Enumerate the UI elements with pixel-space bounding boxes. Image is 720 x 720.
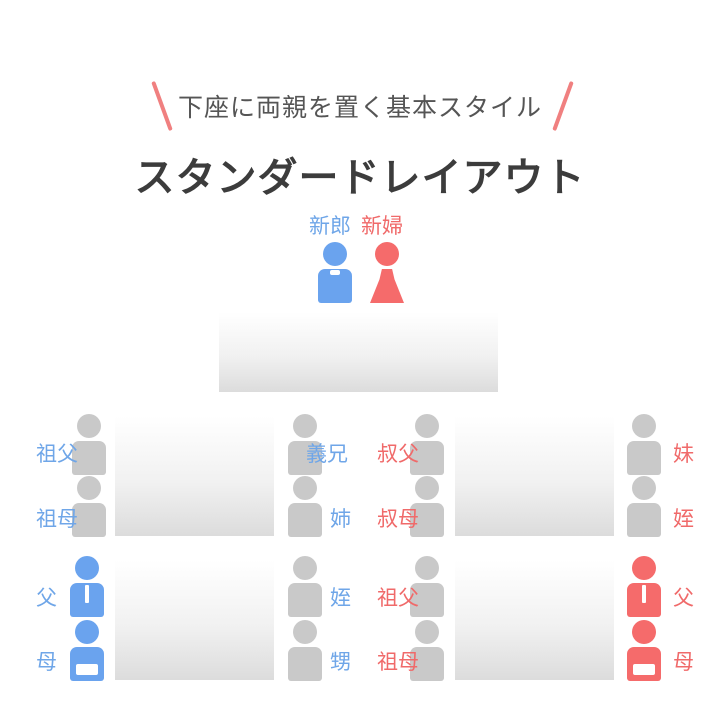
guest-table-bride-front xyxy=(455,416,614,536)
groom-label: 新郎 xyxy=(309,214,351,238)
page-title: スタンダードレイアウト xyxy=(134,155,586,201)
bride-front-right-top-label: 妹 xyxy=(673,442,694,466)
bride-front-right-bottom-label: 姪 xyxy=(673,507,694,531)
grandmother-icon xyxy=(410,620,444,688)
bride-front-left-top-label: 叔父 xyxy=(377,442,419,466)
bride-label: 新婦 xyxy=(361,214,403,238)
groom-front-right-top-label: 義兄 xyxy=(306,442,348,466)
aunt-icon xyxy=(410,476,444,544)
brother-in-law-icon xyxy=(288,414,322,482)
older-sister-icon xyxy=(288,476,322,544)
groom-back-right-bottom-label: 甥 xyxy=(330,650,351,674)
mother-icon xyxy=(70,620,104,688)
groom-icon xyxy=(318,242,352,310)
head-table xyxy=(219,312,498,392)
bride-icon xyxy=(370,242,404,310)
younger-sister-icon xyxy=(627,414,661,482)
groom-back-right-top-label: 姪 xyxy=(330,586,351,610)
guest-table-groom-front xyxy=(115,416,274,536)
uncle-icon xyxy=(410,414,444,482)
nephew-icon xyxy=(288,620,322,688)
guest-table-groom-back xyxy=(115,560,274,680)
bride-back-right-top-label: 父 xyxy=(673,586,694,610)
groom-back-left-bottom-label: 母 xyxy=(36,650,57,674)
groom-front-left-bottom-label: 祖母 xyxy=(36,507,78,531)
groom-front-left-top-label: 祖父 xyxy=(36,442,78,466)
niece-icon xyxy=(288,556,322,624)
mother-icon xyxy=(627,620,661,688)
bride-back-right-bottom-label: 母 xyxy=(673,650,694,674)
grandfather-icon xyxy=(72,414,106,482)
father-icon xyxy=(70,556,104,624)
bride-back-left-bottom-label: 祖母 xyxy=(377,650,419,674)
father-icon xyxy=(627,556,661,624)
grandmother-icon xyxy=(72,476,106,544)
bride-back-left-top-label: 祖父 xyxy=(377,586,419,610)
grandfather-icon xyxy=(410,556,444,624)
groom-front-right-bottom-label: 姉 xyxy=(330,507,351,531)
guest-table-bride-back xyxy=(455,560,614,680)
subtitle: 下座に両親を置く基本スタイル xyxy=(177,93,542,122)
niece-icon xyxy=(627,476,661,544)
bride-front-left-bottom-label: 叔母 xyxy=(377,507,419,531)
groom-back-left-top-label: 父 xyxy=(36,586,57,610)
